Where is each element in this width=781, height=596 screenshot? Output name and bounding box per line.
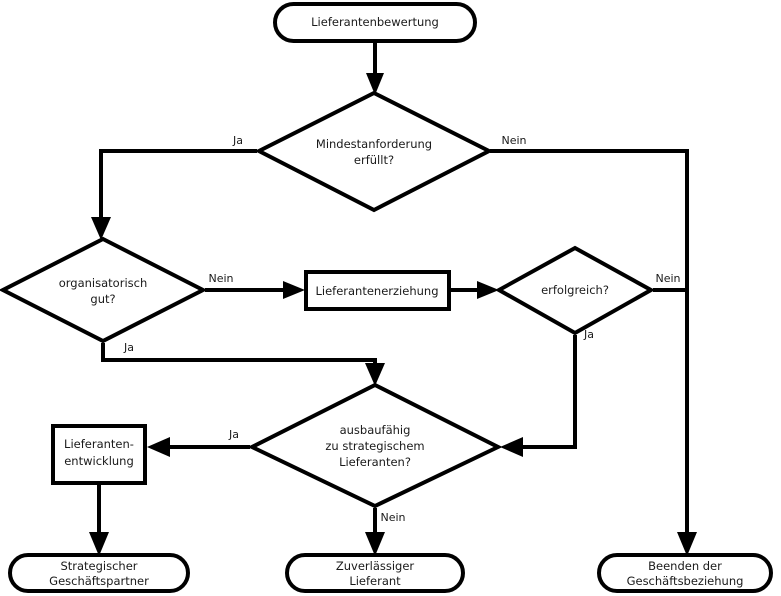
edge-label-d2-yes: Ja [123,341,134,354]
edge-d3-yes-to-d4 [500,335,577,457]
edge-p1-to-d3 [450,281,499,299]
node-d3-label-line1: erfolgreich? [541,283,609,297]
edge-d4-no-to-end2 [365,508,385,556]
node-end1-label-line1: Strategischer [60,559,137,573]
edge-d1-no-to-end3 [490,149,697,556]
node-decision-organisatorisch-gut[interactable]: organisatorisch gut? [0,236,208,344]
node-end1-label-line2: Geschäftspartner [49,574,149,588]
edge-label-d1-yes: Ja [232,134,243,147]
edge-d2-yes-to-d4 [101,343,385,386]
node-decision-erfolgreich[interactable]: erfolgreich? [494,245,656,336]
node-d4-label-line3: Lieferanten? [339,455,411,469]
node-end-strategischer-geschaeftspartner[interactable]: Strategischer Geschäftspartner [8,553,190,593]
node-d2-label-line1: organisatorisch [59,276,148,290]
node-p2-label-line2: entwicklung [64,454,134,468]
node-d4-label-line2: zu strategischem [325,439,424,453]
node-p1-label: Lieferantenerziehung [315,284,438,298]
node-decision-mindestanforderung[interactable]: Mindestanforderung erfüllt? [254,90,494,213]
edge-d2-no-to-p1 [205,281,305,299]
node-d4-label-line1: ausbaufähig [340,423,411,437]
edge-label-d2-no: Nein [208,272,233,285]
node-end-zuverlaessiger-lieferant[interactable]: Zuverlässiger Lieferant [285,553,465,593]
node-d1-label-line2: erfüllt? [354,153,394,167]
node-end2-label-line1: Zuverlässiger [336,559,415,573]
node-d2-label-line2: gut? [90,292,115,306]
edge-label-d4-yes: Ja [228,428,239,441]
node-start-lieferantenbewertung[interactable]: Lieferantenbewertung [273,2,477,43]
node-end3-label-line2: Geschäftsbeziehung [627,574,744,588]
edge-p2-to-end1 [89,484,109,556]
node-decision-ausbaufaehig[interactable]: ausbaufähig zu strategischem Lieferanten… [247,382,503,509]
node-start-label: Lieferantenbewertung [311,15,439,29]
node-d1-label-line1: Mindestanforderung [316,137,432,151]
edge-start-to-d1 [366,41,384,95]
edge-label-d1-no: Nein [501,134,526,147]
node-end-beenden-geschaeftsbeziehung[interactable]: Beenden der Geschäftsbeziehung [597,553,773,593]
node-process-lieferantenentwicklung[interactable]: Lieferanten- entwicklung [51,424,147,485]
node-end2-label-line2: Lieferant [349,574,401,588]
edge-label-d3-yes: Ja [583,328,594,341]
node-p2-label-line1: Lieferanten- [64,437,134,451]
edge-label-d3-no: Nein [655,272,680,285]
node-process-lieferantenerziehung[interactable]: Lieferantenerziehung [304,270,451,311]
node-end3-label-line1: Beenden der [648,559,722,573]
edge-label-d4-no: Nein [380,511,405,524]
edge-d1-yes-to-d2 [91,149,257,240]
edge-d4-yes-to-p2 [147,437,250,457]
connectors [89,41,697,556]
edge-labels: Ja Nein Nein Ja Nein Ja Ja Nein [123,134,681,524]
